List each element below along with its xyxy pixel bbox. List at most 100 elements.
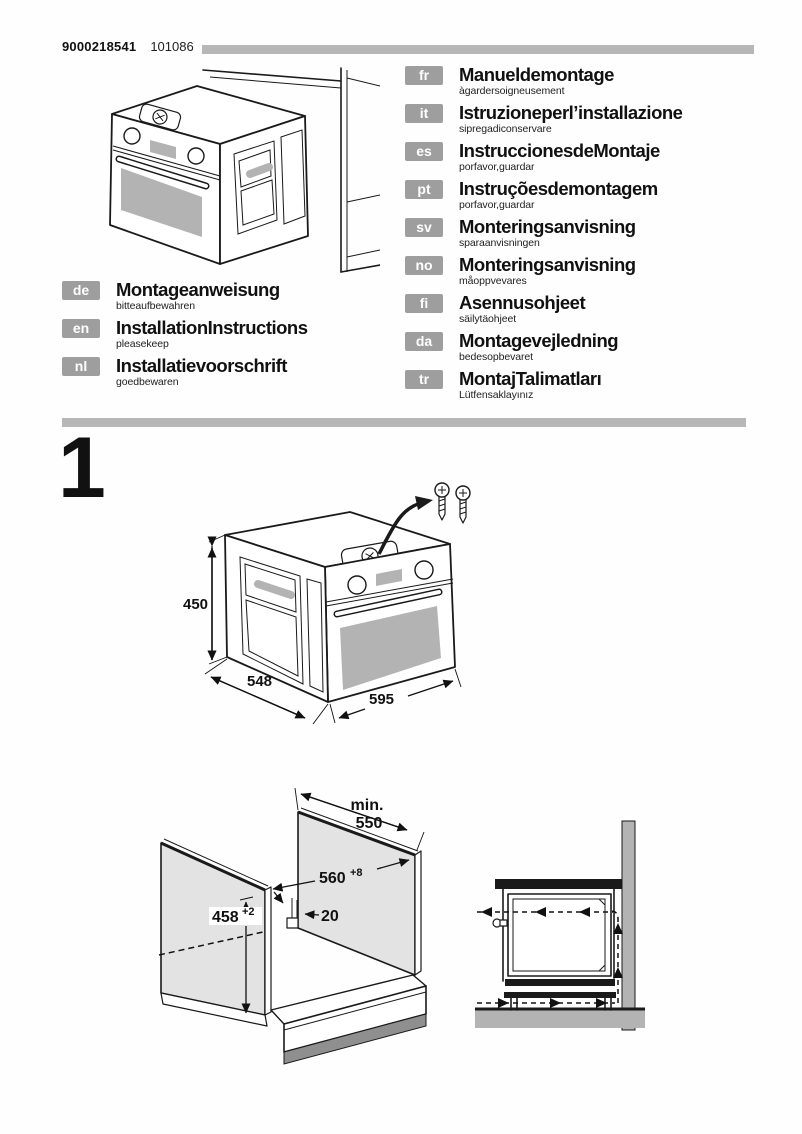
floor [475,1007,645,1028]
lang-subtitle-fr: àgardersoigneusement [459,85,565,97]
niche-height-value: 458 [212,909,239,926]
language-row-it: it Istruzioneperl’installazione sipregad… [405,102,755,135]
screw-direction-arrow [377,496,433,555]
door-handle [333,588,443,618]
language-row-fi: fi Asennusohjeet säilytäohjeet [405,292,755,325]
lang-title-fi: Asennusohjeet [459,292,586,313]
niche-bracket [286,898,299,929]
lang-badge-no: no [405,256,443,275]
lang-title-it: Istruzioneperl’installazione [459,102,683,123]
dimension-min-value: 550 [356,815,383,832]
control-knob [347,575,367,595]
countertop [495,879,622,889]
display-window [150,140,176,159]
oven-illustration [109,85,309,265]
dimension-height-label: 450 [183,596,208,613]
mounting-plate [138,103,182,131]
oven-side-recesses [233,129,306,235]
language-row-no: no Monteringsanvisning måoppvevares [405,254,755,287]
document-number: 9000218541 [62,39,137,54]
control-knob [123,127,141,145]
language-row-tr: tr MontajTalimatları Lütfensaklayınız [405,368,755,401]
lang-subtitle-it: sipregadiconservare [459,123,552,135]
panel-level-dashed-line [158,931,264,956]
language-row-en: en InstallationInstructions pleasekeep [62,317,397,350]
built-in-oven-profile [492,888,616,1011]
control-knob [414,560,434,580]
control-knob [187,147,205,165]
dimension-depth-min: min. 550 [294,787,425,851]
oven-into-cabinet-illustration [109,67,380,273]
language-row-es: es InstruccionesdeMontaje porfavor,guard… [405,140,755,173]
language-row-pt: pt Instruçõesdemontagem porfavor,guardar [405,178,755,211]
lang-title-es: InstruccionesdeMontaje [459,140,660,161]
niche-height-tolerance: +2 [242,906,255,918]
cabinet-frame [202,67,380,273]
lang-subtitle-en: pleasekeep [116,338,169,350]
lang-badge-nl: nl [62,357,100,376]
niche-width-tolerance: +8 [350,867,363,879]
language-row-da: da Montagevejledning bedesopbevaret [405,330,755,363]
lang-subtitle-pt: porfavor,guardar [459,199,535,211]
lang-badge-pt: pt [405,180,443,199]
airflow-arrows [477,907,623,1008]
lang-title-tr: MontajTalimatları [459,368,602,389]
lang-badge-fr: fr [405,66,443,85]
lang-title-da: Montagevejledning [459,330,619,351]
lang-badge-de: de [62,281,100,300]
dimension-width-label: 595 [369,691,394,708]
door-glass [340,606,441,690]
lang-badge-es: es [405,142,443,161]
header-gray-bar [202,45,754,54]
dimension-depth-label: 548 [247,673,272,690]
wall [621,820,636,1031]
dimension-width: 595 [329,668,462,724]
lang-subtitle-da: bedesopbevaret [459,351,533,363]
lang-subtitle-de: bitteaufbewahren [116,300,195,312]
language-list-left: de Montageanweisung bitteaufbewahren en … [62,279,397,393]
section-divider-bar [62,418,746,427]
oven-dimensions-illustration: 450 548 595 [183,482,471,725]
display-window [376,569,402,586]
door-handle [115,155,210,190]
language-list-right: fr Manueldemontage àgardersoigneusement … [405,64,755,406]
lang-badge-da: da [405,332,443,351]
lang-subtitle-sv: sparaanvisningen [459,237,540,249]
dimension-bracket-offset: 20 [273,891,339,925]
document-header: 9000218541 101086 [62,39,194,54]
niche-width-value: 560 [319,870,346,887]
dimension-min-label: min. [351,797,384,814]
lang-title-pt: Instruçõesdemontagem [459,178,658,199]
lang-title-de: Montageanweisung [116,279,280,300]
lang-subtitle-es: porfavor,guardar [459,161,535,173]
lang-title-en: InstallationInstructions [116,317,308,338]
lang-badge-sv: sv [405,218,443,237]
language-row-fr: fr Manueldemontage àgardersoigneusement [405,64,755,97]
niche-left-panel [158,838,272,1016]
lang-title-nl: Installatievoorschrift [116,355,287,376]
lang-badge-en: en [62,319,100,338]
oven-side-recesses [239,556,324,693]
step-number: 1 [58,420,106,516]
lang-title-no: Monteringsanvisning [459,254,636,275]
print-code: 101086 [150,39,194,54]
lang-subtitle-fi: säilytäohjeet [459,313,517,325]
lang-title-sv: Monteringsanvisning [459,216,636,237]
door-glass [121,168,202,237]
language-row-sv: sv Monteringsanvisning sparaanvisningen [405,216,755,249]
lang-subtitle-no: måoppvevares [459,275,527,287]
cabinet-niche-illustration: min. 550 560 +8 458 +2 20 [158,787,427,1065]
niche-right-panel [297,807,422,976]
niche-base [160,974,427,1065]
language-row-nl: nl Installatievoorschrift goedbewaren [62,355,397,388]
lang-subtitle-nl: goedbewaren [116,376,179,388]
lang-badge-it: it [405,104,443,123]
dimension-height: 450 [183,534,228,665]
door-handle-profile [492,918,508,928]
language-row-de: de Montageanweisung bitteaufbewahren [62,279,397,312]
lang-badge-fi: fi [405,294,443,313]
dimension-niche-width: 560 +8 [272,858,410,892]
lang-badge-tr: tr [405,370,443,389]
bracket-offset-value: 20 [321,908,339,925]
